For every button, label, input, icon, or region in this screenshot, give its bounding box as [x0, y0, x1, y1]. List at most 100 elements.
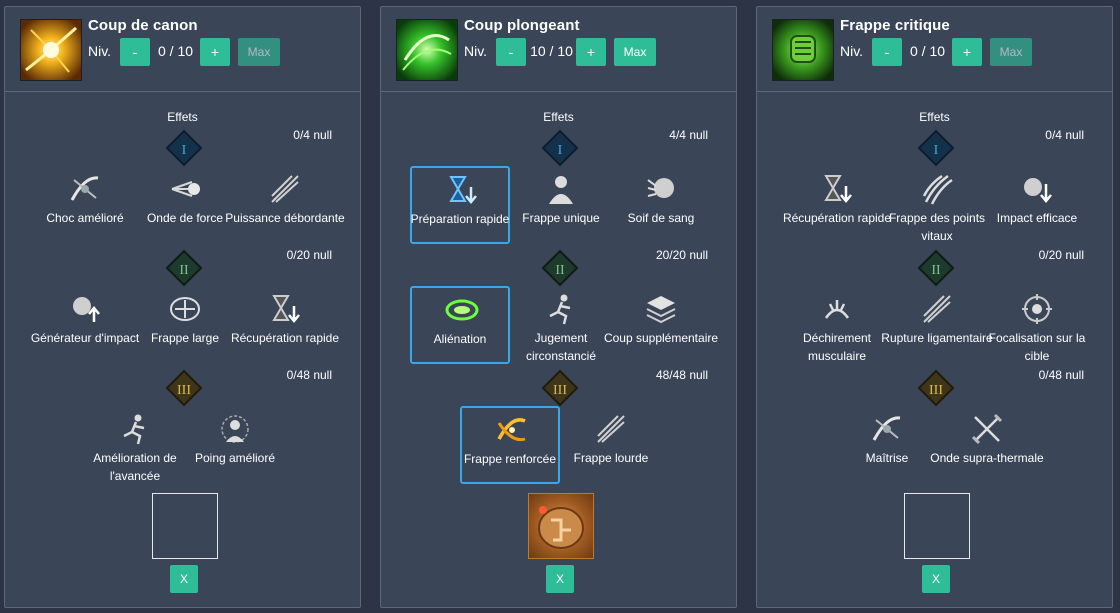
- impact-generator-icon: [67, 291, 103, 327]
- tier2-badge: II: [917, 249, 955, 287]
- level-label: Niv.: [464, 43, 488, 59]
- tier2-points: 0/20 null: [1038, 248, 1084, 262]
- level-increase-button[interactable]: +: [576, 38, 606, 66]
- talent-dechirement-musculaire[interactable]: Déchirement musculaire: [787, 287, 887, 365]
- remove-rune-button[interactable]: X: [546, 565, 574, 593]
- talent-label: Focalisation sur la cible: [988, 331, 1086, 363]
- talent-recuperation-rapide[interactable]: Récupération rapide: [231, 287, 339, 365]
- talent-frappe-large[interactable]: Frappe large: [135, 287, 235, 365]
- hourglass-down-icon: [267, 291, 303, 327]
- efficient-impact-icon: [1019, 171, 1055, 207]
- talent-alienation[interactable]: Aliénation: [410, 286, 510, 364]
- level-max-button[interactable]: Max: [238, 38, 280, 66]
- panel-header: Coup plongeant Niv. - 10 / 10 + Max: [381, 7, 736, 92]
- talent-choc-ameliore[interactable]: Choc amélioré: [35, 167, 135, 245]
- empty-rune-slot[interactable]: [904, 493, 970, 559]
- talent-maitrise[interactable]: Maîtrise: [837, 407, 937, 485]
- talent-soif-de-sang[interactable]: Soif de sang: [611, 167, 711, 245]
- person-silhouette-icon: [543, 171, 579, 207]
- rune-stone-icon: [538, 506, 584, 549]
- talent-label: Frappe lourde: [573, 451, 649, 465]
- tier3-badge: III: [917, 369, 955, 407]
- talent-label: Rupture ligamentaire: [881, 331, 993, 345]
- skill-title: Frappe critique: [840, 17, 950, 34]
- talent-label: Onde supra-thermale: [930, 451, 1044, 465]
- level-max-button[interactable]: Max: [990, 38, 1032, 66]
- tier3-points: 0/48 null: [1038, 368, 1084, 382]
- tier3-badge: III: [165, 369, 203, 407]
- talent-frappe-points-vitaux[interactable]: Frappe des points vitaux: [887, 167, 987, 245]
- level-decrease-button[interactable]: -: [496, 38, 526, 66]
- muscle-tear-icon: [819, 291, 855, 327]
- empty-rune-slot[interactable]: [152, 493, 218, 559]
- green-swirl-icon: [444, 292, 480, 328]
- talent-focalisation-cible[interactable]: Focalisation sur la cible: [987, 287, 1087, 365]
- talent-jugement-circonstancie[interactable]: Jugement circonstancié: [511, 287, 611, 365]
- talent-onde-suprathermale[interactable]: Onde supra-thermale: [930, 407, 1044, 485]
- claw-marks-icon: [919, 171, 955, 207]
- talent-frappe-renforcee[interactable]: Frappe renforcée: [460, 406, 560, 484]
- tier1-points: 4/4 null: [669, 128, 708, 142]
- talent-label: Soif de sang: [627, 211, 695, 225]
- effects-heading: Effets: [167, 110, 198, 124]
- level-increase-button[interactable]: +: [200, 38, 230, 66]
- remove-rune-button[interactable]: X: [170, 565, 198, 593]
- ligament-rupture-icon: [919, 291, 955, 327]
- level-value: 0 / 10: [157, 43, 194, 59]
- hourglass-down-icon: [819, 171, 855, 207]
- level-max-button[interactable]: Max: [614, 38, 656, 66]
- remove-rune-button[interactable]: X: [922, 565, 950, 593]
- level-increase-button[interactable]: +: [952, 38, 982, 66]
- tier3-points: 48/48 null: [655, 368, 708, 382]
- talent-label: Poing amélioré: [194, 451, 276, 465]
- tier1-points: 0/4 null: [1045, 128, 1084, 142]
- talent-amelioration-avancee[interactable]: Amélioration de l'avancée: [85, 407, 185, 485]
- hourglass-down-icon: [444, 172, 480, 208]
- talent-generateur-impact[interactable]: Générateur d'impact: [31, 287, 139, 365]
- talent-label: Impact efficace: [996, 211, 1078, 225]
- talent-label: Puissance débordante: [225, 211, 345, 225]
- talent-label: Coup supplémentaire: [603, 331, 719, 345]
- talent-rupture-ligamentaire[interactable]: Rupture ligamentaire: [881, 287, 993, 365]
- tier2-badge: II: [165, 249, 203, 287]
- level-decrease-button[interactable]: -: [120, 38, 150, 66]
- level-label: Niv.: [840, 43, 864, 59]
- talent-label: Déchirement musculaire: [802, 331, 872, 363]
- talent-label: Récupération rapide: [782, 211, 892, 225]
- talent-label: Amélioration de l'avancée: [93, 451, 177, 483]
- tier2-points: 20/20 null: [655, 248, 708, 262]
- slash-impact-icon: [67, 171, 103, 207]
- talent-impact-efficace[interactable]: Impact efficace: [987, 167, 1087, 245]
- skill-panel-frappe-critique: Frappe critique Niv. - 0 / 10 + Max Effe…: [756, 6, 1113, 608]
- tier2-badge: II: [541, 249, 579, 287]
- force-wave-icon: [167, 171, 203, 207]
- talent-onde-de-force[interactable]: Onde de force: [135, 167, 235, 245]
- talent-label: Frappe large: [150, 331, 220, 345]
- stacked-layers-icon: [643, 291, 679, 327]
- skill-panel-coup-plongeant: Coup plongeant Niv. - 10 / 10 + Max Effe…: [380, 6, 737, 608]
- panel-header: Frappe critique Niv. - 0 / 10 + Max: [757, 7, 1112, 92]
- equipped-rune-slot[interactable]: [528, 493, 594, 559]
- cannon-explosion-icon: [20, 19, 82, 81]
- tier3-badge: III: [541, 369, 579, 407]
- overflow-power-icon: [267, 171, 303, 207]
- talent-label: Maîtrise: [865, 451, 909, 465]
- bloodthirst-icon: [643, 171, 679, 207]
- talent-label: Préparation rapide: [410, 212, 510, 226]
- talent-poing-ameliore[interactable]: Poing amélioré: [185, 407, 285, 485]
- skill-title: Coup de canon: [88, 17, 198, 34]
- level-decrease-button[interactable]: -: [872, 38, 902, 66]
- green-vortex-icon: [396, 19, 458, 81]
- talent-preparation-rapide[interactable]: Préparation rapide: [410, 166, 510, 244]
- talent-frappe-lourde[interactable]: Frappe lourde: [561, 407, 661, 485]
- heavy-strike-icon: [593, 411, 629, 447]
- talent-label: Choc amélioré: [46, 211, 124, 225]
- talent-label: Frappe renforcée: [463, 452, 557, 466]
- crossed-swords-icon: [969, 411, 1005, 447]
- fist-aura-icon: [217, 411, 253, 447]
- green-fist-icon: [772, 19, 834, 81]
- talent-recuperation-rapide[interactable]: Récupération rapide: [783, 167, 891, 245]
- talent-coup-supplementaire[interactable]: Coup supplémentaire: [604, 287, 718, 365]
- talent-frappe-unique[interactable]: Frappe unique: [511, 167, 611, 245]
- talent-puissance-debordante[interactable]: Puissance débordante: [225, 167, 345, 245]
